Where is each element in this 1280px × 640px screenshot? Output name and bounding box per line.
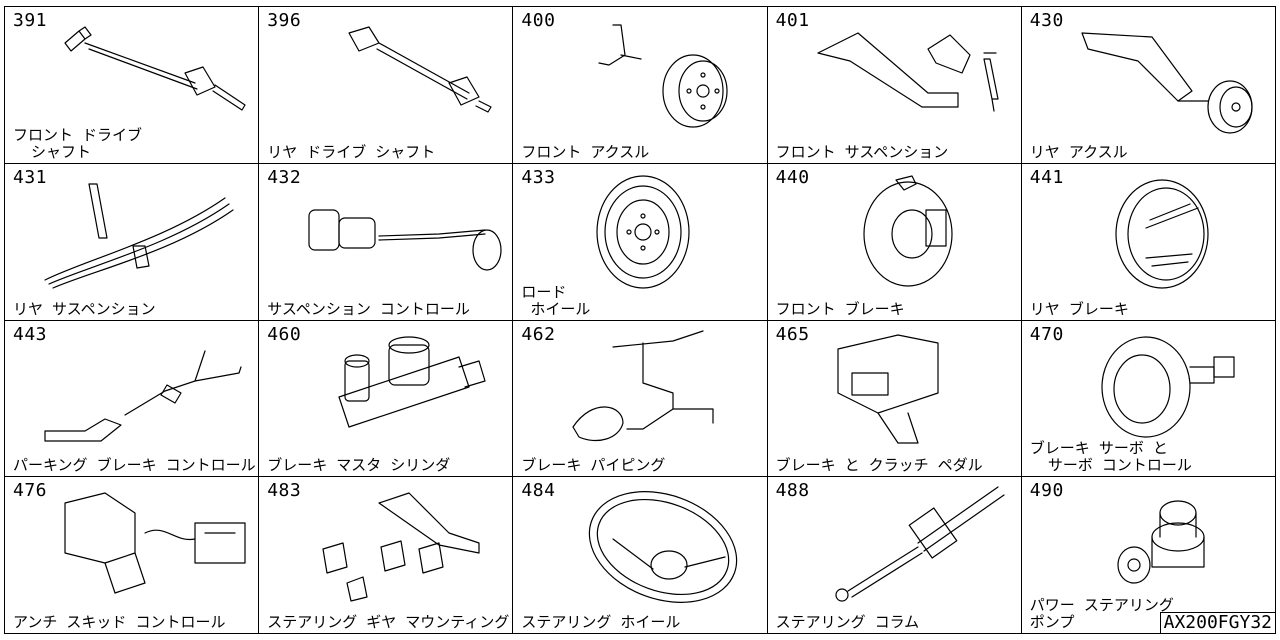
rear-drive-shaft-icon (299, 13, 499, 131)
part-label: ステアリング ホイール (521, 613, 681, 631)
part-cell-443[interactable]: 443 パーキング ブレーキ コントロール (5, 320, 260, 478)
part-cell-476[interactable]: 476 アンチ スキッド コントロール (5, 477, 260, 634)
front-axle-icon (553, 13, 753, 131)
part-code: 432 (267, 166, 302, 188)
part-cell-483[interactable]: 483 ステアリング ギヤ マウンティング (259, 477, 514, 634)
rear-brake-icon (1062, 170, 1262, 289)
rear-suspension-icon (44, 170, 245, 289)
part-label: ステアリング コラム (775, 613, 920, 631)
part-code: 401 (775, 10, 810, 31)
part-cell-431[interactable]: 431 リヤ サスペンション (5, 163, 260, 321)
suspension-control-icon (299, 170, 502, 288)
part-label: リヤ サスペンション (13, 299, 156, 318)
rear-axle-icon (1062, 13, 1262, 134)
part-label: ブレーキ サーボ と サーボ コントロール (1029, 439, 1192, 475)
part-code: 470 (1029, 323, 1064, 345)
part-label: フロント ブレーキ (775, 299, 905, 318)
steering-gear-mounting-icon (299, 483, 499, 602)
part-code: 483 (267, 480, 302, 502)
part-code: 391 (13, 10, 48, 31)
part-cell-433[interactable]: 433 ロード ホイール (513, 163, 768, 321)
part-code: 430 (1029, 10, 1064, 31)
anti-skid-control-icon (45, 483, 246, 601)
part-label: ブレーキ パイピング (521, 456, 666, 475)
part-code: 476 (13, 480, 48, 502)
part-label: ロード ホイール (521, 282, 591, 318)
part-cell-462[interactable]: 462 ブレーキ パイピング (513, 320, 768, 478)
part-cell-440[interactable]: 440 フロント ブレーキ (767, 163, 1022, 321)
power-steering-pump-icon (1062, 483, 1262, 601)
part-cell-432[interactable]: 432 サスペンション コントロール (259, 163, 514, 321)
brake-piping-icon (553, 327, 753, 445)
part-cell-396[interactable]: 396 リヤ ドライブ シャフト (259, 7, 514, 164)
road-wheel-icon (553, 170, 753, 289)
part-code: 396 (267, 10, 302, 31)
part-label: ブレーキ マスタ シリンダ (267, 456, 451, 475)
front-suspension-icon (808, 13, 1008, 131)
part-cell-441[interactable]: 441 リヤ ブレーキ (1021, 163, 1276, 321)
part-cell-484[interactable]: 484 ステアリング ホイール (513, 477, 768, 634)
part-label: ステアリング ギヤ マウンティング (267, 613, 510, 631)
part-label: リヤ アクスル (1029, 142, 1128, 161)
part-cell-430[interactable]: 430 リヤ アクスル (1021, 7, 1276, 164)
part-code: 440 (775, 166, 810, 188)
part-label: パワー ステアリング ポンプ (1029, 596, 1174, 631)
catalog-code: AX200FGY32 (1159, 612, 1276, 634)
part-cell-490[interactable]: 490 パワー ステアリング ポンプ (1021, 477, 1276, 634)
part-code: 433 (521, 166, 556, 188)
part-label: サスペンション コントロール (267, 299, 470, 318)
part-label: フロント アクスル (521, 142, 650, 161)
part-label: フロント ドライブ シャフト (13, 125, 143, 161)
part-code: 441 (1029, 166, 1064, 188)
front-brake-icon (808, 170, 1008, 288)
part-label: フロント サスペンション (775, 142, 949, 161)
part-code: 460 (267, 323, 302, 345)
part-cell-465[interactable]: 465 ブレーキ と クラッチ ペダル (767, 320, 1022, 478)
part-label: リヤ ブレーキ (1029, 299, 1129, 318)
part-cell-460[interactable]: 460 ブレーキ マスタ シリンダ (259, 320, 514, 478)
part-label: リヤ ドライブ シャフト (267, 142, 436, 161)
part-label: ブレーキ と クラッチ ペダル (775, 456, 983, 475)
part-cell-470[interactable]: 470 ブレーキ サーボ と サーボ コントロール (1021, 320, 1276, 478)
parking-brake-control-icon (44, 327, 245, 445)
brake-master-cylinder-icon (299, 327, 499, 445)
steering-wheel-icon (553, 483, 753, 604)
part-cell-400[interactable]: 400 フロント アクスル (513, 7, 768, 164)
parts-grid: 391 フロント ドライブ シャフト 396 リヤ ドライブ シャフト 400 … (4, 6, 1276, 634)
part-cell-391[interactable]: 391 フロント ドライブ シャフト (5, 7, 260, 164)
part-label: アンチ スキッド コントロール (13, 613, 226, 631)
part-cell-401[interactable]: 401 フロント サスペンション (767, 7, 1022, 164)
part-code: 400 (521, 10, 556, 31)
part-code: 484 (521, 480, 556, 502)
part-code: 431 (13, 166, 48, 188)
brake-servo-icon (1062, 327, 1262, 445)
part-code: 488 (775, 480, 810, 502)
part-cell-488[interactable]: 488 ステアリング コラム (767, 477, 1022, 634)
steering-column-icon (808, 483, 1008, 602)
front-drive-shaft-icon (45, 13, 246, 131)
part-code: 490 (1029, 480, 1064, 502)
part-code: 465 (775, 323, 810, 345)
brake-clutch-pedal-icon (808, 327, 1008, 445)
part-label: パーキング ブレーキ コントロール (13, 456, 256, 475)
part-code: 462 (521, 323, 556, 345)
part-code: 443 (13, 323, 48, 345)
